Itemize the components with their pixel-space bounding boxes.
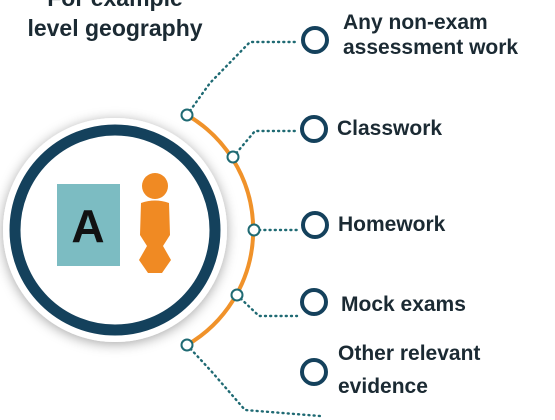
item-node-circle — [300, 358, 328, 386]
evidence-item-label: Homework — [338, 212, 445, 237]
heading-line-1: For example — [0, 0, 230, 12]
item-node-circle — [301, 26, 329, 54]
grade-box — [57, 184, 120, 266]
item-node-circle — [301, 211, 329, 239]
arc-anchor-dot — [226, 150, 240, 164]
evidence-item-label: Mock exams — [341, 292, 466, 317]
evidence-item-line: assessment work — [343, 36, 519, 59]
item-node-circle — [300, 115, 328, 143]
connector-dotted-line — [185, 40, 298, 117]
evidence-item-label: Classwork — [337, 116, 442, 141]
heading-line-2: level geography — [27, 15, 203, 41]
evidence-item-label: Other relevant evidence — [338, 341, 480, 399]
item-nodes — [180, 26, 329, 386]
evidence-item-line: Other relevant — [338, 342, 481, 365]
connectors — [185, 40, 322, 418]
grade-badge: A — [3, 118, 227, 342]
evidence-item-line: Homework — [338, 213, 446, 236]
evidence-item-line: Any non-exam — [343, 11, 488, 34]
arc-anchor-dot — [230, 288, 244, 302]
connector-dotted-line — [235, 293, 299, 318]
connector-dotted-line — [185, 343, 322, 418]
arc-anchor-dot — [180, 338, 194, 352]
connector-dotted-line — [231, 129, 299, 159]
evidence-item-line: Classwork — [337, 117, 443, 140]
grade-letter: A — [71, 200, 104, 252]
arc-anchor-dot — [180, 108, 194, 122]
evidence-item-line: evidence — [338, 375, 428, 398]
item-node-circle — [300, 288, 328, 316]
arc-anchor-dot — [247, 223, 261, 237]
evidence-item-line: Mock exams — [341, 293, 466, 316]
person-icon — [139, 173, 171, 273]
